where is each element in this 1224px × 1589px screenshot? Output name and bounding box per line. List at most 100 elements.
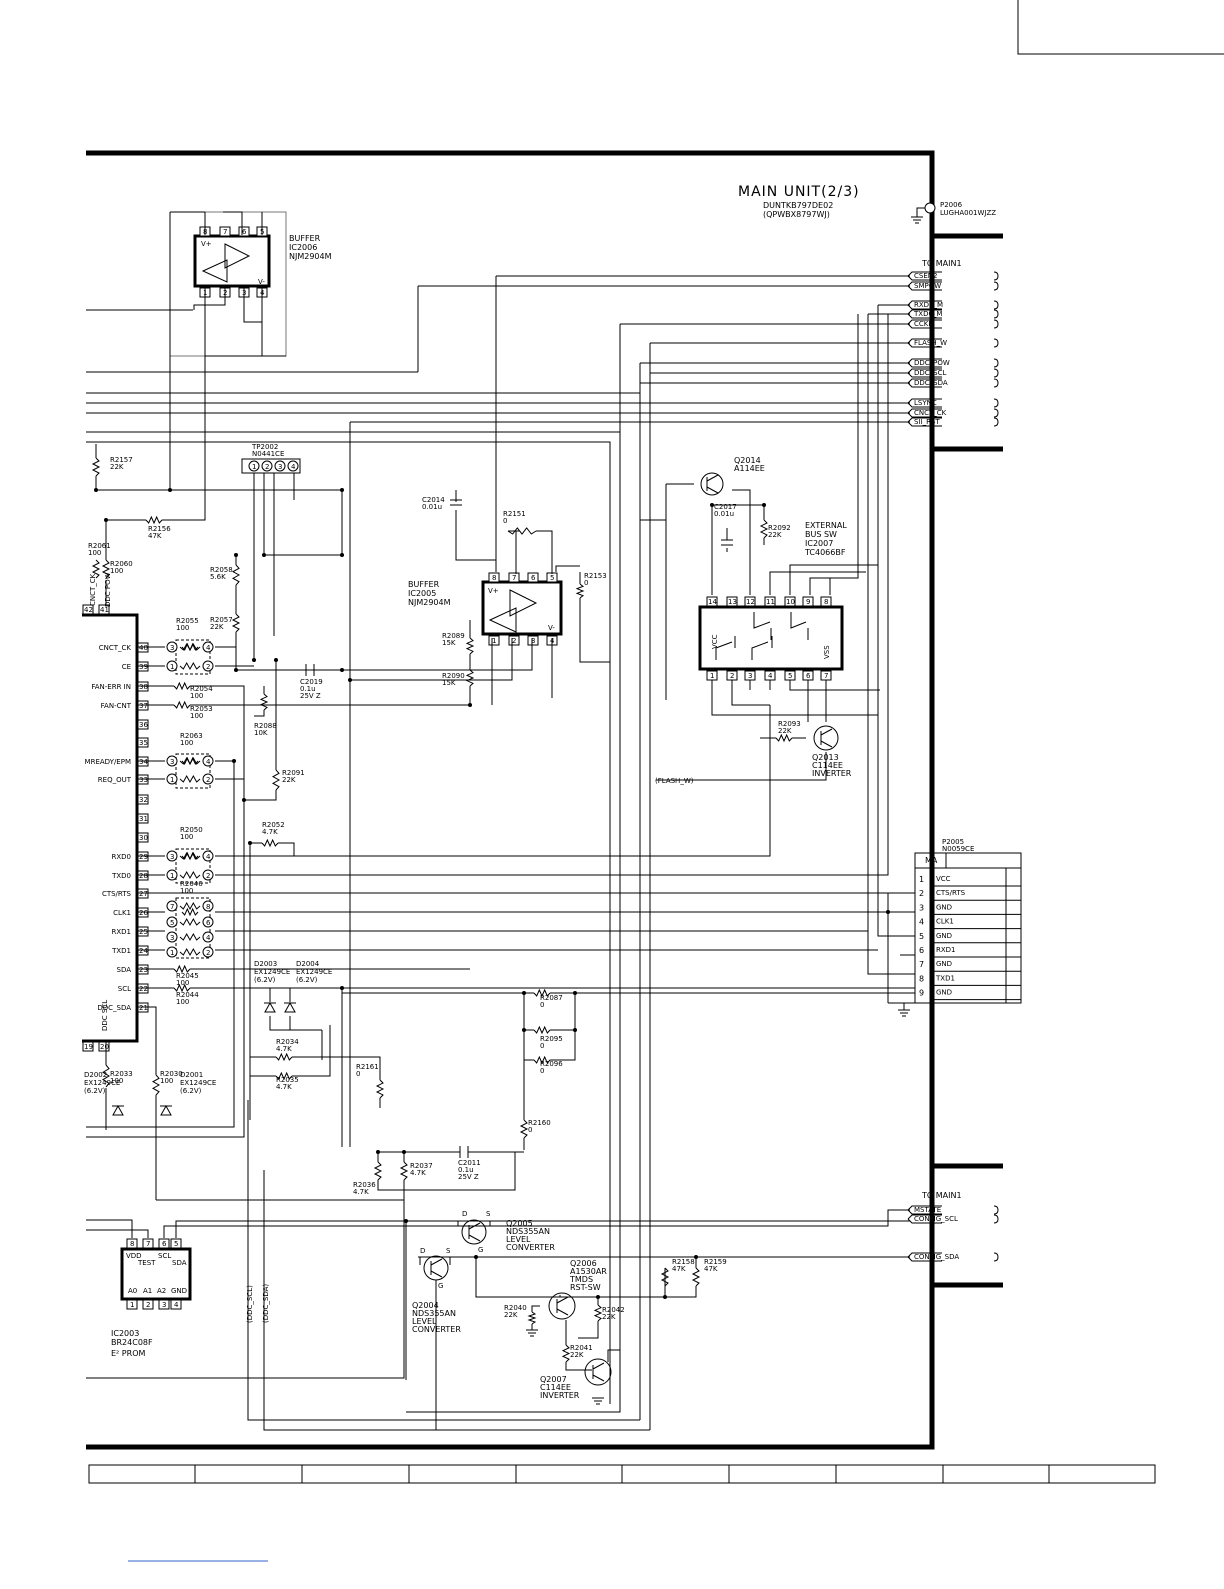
main-ic-pin-num-27: 27: [139, 890, 148, 898]
resistor-r2040: [527, 1311, 537, 1325]
diode-ref-d2001: D2001: [180, 1071, 203, 1079]
main-ic-pin-num-30: 30: [139, 834, 148, 842]
transistor-part-q2005: NDS355AN: [506, 1227, 550, 1236]
array-node-2-779: [202, 773, 214, 785]
resistor-r2089: [465, 637, 475, 655]
resistor-val-r2153: 0: [584, 579, 588, 587]
main-ic-top-pin-num-42: 42: [84, 606, 93, 614]
array-node-label-3-647: 3: [170, 644, 174, 652]
array-node-label-4-647: 4: [206, 644, 211, 652]
ic2003-a1: A1: [143, 1287, 152, 1295]
ic2007-pin-label-13: 13: [728, 598, 737, 606]
tp2002-pin-label-2: 2: [265, 463, 269, 471]
resistor-ref-r2092: R2092: [768, 524, 791, 532]
transistor-role-q2007: INVERTER: [540, 1391, 580, 1400]
resistor-ref-r2158: R2158: [672, 1258, 695, 1266]
array-node-label-7-906: 7: [170, 903, 174, 911]
transistor-q2005: [461, 1219, 487, 1245]
transistor-ref-q2007: Q2007: [540, 1375, 567, 1384]
resistor-val-r2159: 47K: [704, 1265, 718, 1273]
ic2003-a2: A2: [157, 1287, 166, 1295]
transistor-role1-q2004: LEVEL: [412, 1317, 437, 1326]
connector-pin-num-3: 3: [919, 903, 924, 912]
connector-pin-num-9: 9: [919, 989, 924, 998]
ic2005-label-3: NJM2904M: [408, 598, 451, 607]
ic2003-scl: SCL: [158, 1252, 171, 1260]
resistor-ref-r2045: R2045: [176, 972, 199, 980]
main-ic-pin-num-36: 36: [139, 721, 148, 729]
resistor-ref-r2087: R2087: [540, 994, 563, 1002]
zener-d2004: [284, 1001, 296, 1013]
ic2006-label-3: NJM2904M: [289, 252, 332, 261]
junction-1: [168, 488, 172, 492]
junction-0: [94, 488, 98, 492]
signal-arrow-smpow: [907, 281, 942, 291]
main-ic-pin-num-25: 25: [139, 928, 148, 936]
ic2007-pin-label-2: 2: [730, 672, 734, 680]
resistor-r2160: [519, 1119, 529, 1139]
connector-pin-num-2: 2: [919, 889, 924, 898]
main-ic-pin-num-35: 35: [139, 739, 148, 747]
resistor-r2153: [575, 583, 585, 599]
resistor-ref-r2034: R2034: [276, 1038, 299, 1046]
capacitor-val-c2011: 0.1u: [458, 1166, 474, 1174]
ground-part: LUGHA001WJZZ: [940, 209, 996, 217]
tp2002-pin-label-1: 1: [252, 463, 256, 471]
signal-break: [993, 281, 999, 291]
resistor-val-r2061: 100: [88, 549, 101, 557]
resistor-ref-r2096: R2096: [540, 1060, 563, 1068]
resistor-val-r2157: 22K: [110, 463, 124, 471]
main-ic-pin-num-23: 23: [139, 966, 148, 974]
array-node-2-875: [202, 869, 214, 881]
resistor-val-r2050: 100: [180, 833, 193, 841]
junction-2: [104, 518, 108, 522]
main-ic-pin-name-22: SCL: [118, 985, 131, 993]
array-node-label-1-875: 1: [170, 872, 174, 880]
array-node-label-6-922: 6: [206, 919, 211, 927]
signal-arrow-cnct_ck: [907, 408, 942, 418]
ic2007-pin-label-7: 7: [824, 672, 828, 680]
junction-12: [232, 759, 236, 763]
resistor-ref-r2157: R2157: [110, 456, 133, 464]
transistor-ref-q2013: Q2013: [812, 753, 839, 762]
unit-title: MAIN UNIT(2/3): [738, 184, 860, 200]
resistor-r2035: [275, 1071, 293, 1081]
signal-arrow-txd0_m: [907, 309, 942, 319]
ic2005-vplus: V+: [488, 587, 499, 595]
zener-d2003: [264, 1001, 276, 1013]
main-ic-pin-name-28: TXD0: [111, 872, 131, 880]
array-node-1-779: [166, 773, 178, 785]
resistor-val-r2045: 100: [176, 979, 189, 987]
resistor-val-r2156: 47K: [148, 532, 162, 540]
resistor-r2061: [91, 559, 101, 579]
resistor-r2095: [533, 1025, 551, 1035]
main-ic-pin-name-40: CNCT_CK: [99, 644, 132, 652]
connector-part: N0059CE: [942, 845, 974, 853]
mosfet-pin-d-0: D: [462, 1210, 467, 1218]
resistor-r2046: [181, 907, 199, 917]
signal-cnct_ck: CNCT_CK: [914, 409, 947, 417]
resistor-val-r2161: 0: [356, 1070, 360, 1078]
junction-27: [596, 1295, 600, 1299]
junction-4: [234, 553, 238, 557]
signal-mstate: MSTATE: [914, 1206, 941, 1214]
array-node-3-937: [166, 931, 178, 943]
ic2003-prom: E² PROM: [111, 1349, 145, 1358]
resistor-val-r2093: 22K: [778, 727, 792, 735]
capacitor-rating-c2019: 25V Z: [300, 692, 321, 700]
transistor-q2013: [813, 725, 839, 751]
signal-csen2: CSEN2: [914, 272, 937, 280]
main-ic-pin-num-31: 31: [139, 815, 148, 823]
resistor-val-r2040: 22K: [504, 1311, 518, 1319]
connector-pin-num-8: 8: [919, 974, 924, 983]
diode-part-d2004: EX1249CE: [296, 968, 332, 976]
junction-7: [234, 668, 238, 672]
transistor-q2004: [423, 1255, 449, 1281]
array-resistor-779: [179, 774, 201, 784]
ic2007-label-4: TC4066BF: [804, 548, 846, 557]
signal-break: [993, 1205, 999, 1215]
